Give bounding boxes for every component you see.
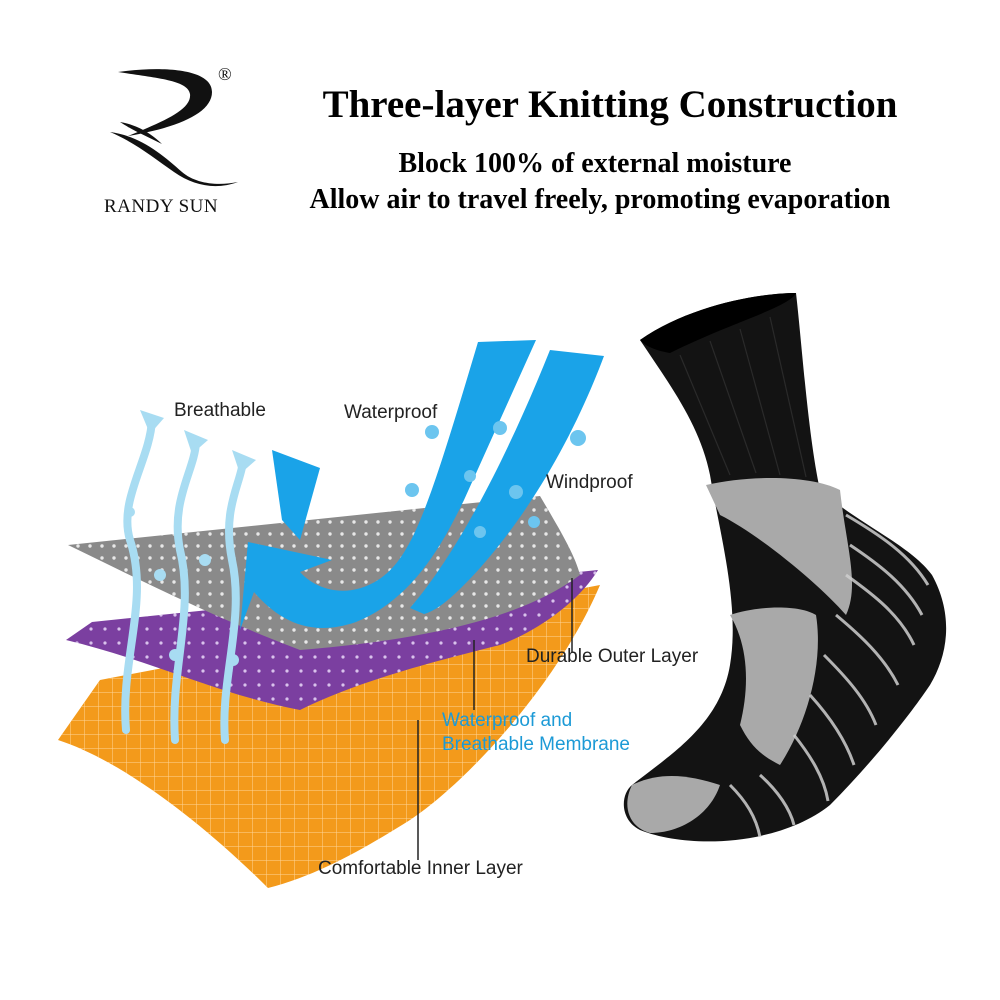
leader-lines bbox=[417, 578, 573, 860]
label-membrane-line2: Breathable Membrane bbox=[442, 734, 630, 755]
inner-layer bbox=[58, 585, 600, 888]
air-arrowheads bbox=[140, 410, 256, 474]
brand-logo bbox=[110, 69, 238, 187]
label-breathable: Breathable bbox=[174, 400, 266, 421]
water-arrows bbox=[240, 340, 604, 630]
brand-name: RANDY SUN bbox=[104, 196, 219, 217]
registered-mark: ® bbox=[218, 64, 232, 84]
outer-layer bbox=[68, 496, 580, 650]
droplets-light bbox=[125, 507, 239, 666]
sock-ribs bbox=[679, 316, 807, 478]
label-waterproof: Waterproof bbox=[344, 402, 438, 423]
label-inner-layer: Comfortable Inner Layer bbox=[318, 858, 523, 879]
sock-pattern bbox=[728, 513, 930, 838]
label-windproof: Windproof bbox=[546, 472, 633, 493]
page-title: Three-layer Knitting Construction bbox=[322, 83, 898, 126]
air-arrows bbox=[121, 416, 247, 744]
droplets-blue bbox=[405, 421, 586, 538]
label-outer-layer: Durable Outer Layer bbox=[526, 646, 699, 667]
subtitle-line-1: Block 100% of external moisture bbox=[398, 148, 792, 179]
sock-image bbox=[623, 293, 947, 842]
layer-diagram bbox=[58, 340, 604, 888]
subtitle-line-2: Allow air to travel freely, promoting ev… bbox=[309, 184, 891, 215]
label-membrane-line1: Waterproof and bbox=[442, 710, 573, 731]
